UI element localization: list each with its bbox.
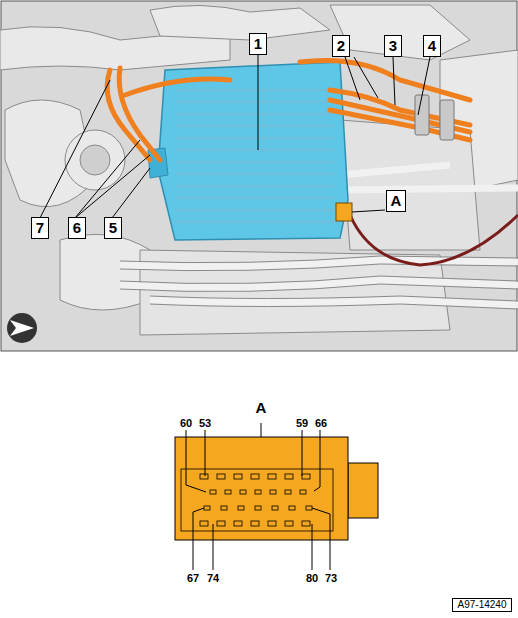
direction-arrow (10, 320, 34, 336)
pin-socket (285, 490, 291, 494)
pin-socket (302, 474, 310, 479)
pin-socket (268, 474, 276, 479)
pin-socket (238, 506, 244, 510)
pin-socket (251, 521, 259, 526)
callout-number: 5 (104, 217, 122, 239)
pin-socket (200, 474, 208, 479)
callout-number: 2 (332, 35, 350, 57)
pin-leaders (186, 423, 330, 570)
pin-socket (221, 506, 227, 510)
pin-sockets (200, 474, 312, 526)
low-voltage-wire (350, 215, 518, 265)
pin-socket (204, 506, 210, 510)
illustration-ground (1, 1, 517, 351)
connector-outline: A (175, 437, 348, 540)
pin-socket (289, 506, 295, 510)
connector-a (336, 203, 352, 221)
engine-parts (0, 5, 518, 335)
connector-letter: A (256, 399, 267, 416)
pin-socket (255, 506, 261, 510)
pin-number: 66 (314, 417, 328, 429)
pin-socket (272, 506, 278, 510)
pin-number: 60 (179, 417, 193, 429)
pin-number: 73 (324, 572, 338, 584)
pin-number: 53 (198, 417, 212, 429)
figure-reference: A97-14240 (452, 598, 513, 612)
pin-socket (217, 521, 225, 526)
pin-socket (306, 506, 312, 510)
pin-socket (234, 521, 242, 526)
pin-socket (268, 521, 276, 526)
callout-number: 3 (384, 35, 402, 57)
pin-socket (210, 490, 216, 494)
pin-number: 59 (295, 417, 309, 429)
direction-symbol (7, 313, 37, 343)
callout-number: 6 (68, 217, 86, 239)
hv-cables (107, 60, 470, 160)
pin-socket (300, 490, 306, 494)
callout-number: 7 (31, 217, 49, 239)
pin-socket (200, 521, 208, 526)
housing-ribs (175, 80, 335, 230)
pin-socket (225, 490, 231, 494)
pin-socket (270, 490, 276, 494)
connector-latch (348, 463, 378, 518)
connector-body (175, 437, 348, 540)
pin-number: 80 (305, 572, 319, 584)
callout-number: 1 (249, 33, 267, 55)
callout-number: 4 (423, 35, 441, 57)
electronics-housing (158, 62, 348, 240)
pipe-edges (120, 256, 518, 309)
pin-number: 67 (186, 572, 200, 584)
pin-socket (255, 490, 261, 494)
pin-socket (251, 474, 259, 479)
pin-socket (285, 474, 293, 479)
pin-socket (234, 474, 242, 479)
pin-socket (285, 521, 293, 526)
pin-socket (302, 521, 310, 526)
pin-socket (217, 474, 225, 479)
pin-field (181, 469, 333, 531)
leader-lines (40, 55, 430, 218)
pin-socket (240, 490, 246, 494)
pin-number: 74 (206, 572, 220, 584)
callout-letter: A (386, 190, 407, 212)
